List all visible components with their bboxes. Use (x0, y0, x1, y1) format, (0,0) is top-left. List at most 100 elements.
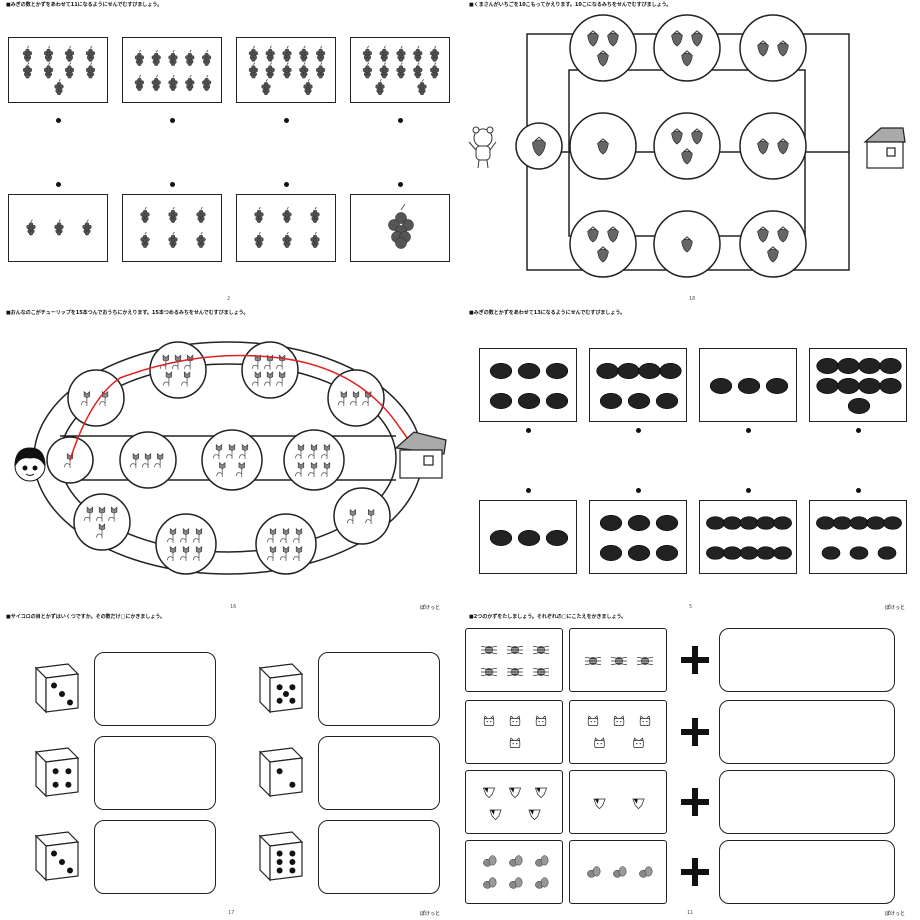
grape-icon (134, 49, 145, 66)
tulip-icon (293, 545, 303, 561)
answer-box[interactable] (94, 736, 216, 810)
plus-icon (681, 718, 709, 746)
tulip-icon (308, 443, 318, 459)
acorn-icon (821, 546, 841, 560)
answer-box[interactable] (94, 652, 216, 726)
animal-card (569, 628, 667, 692)
tulip-icon (295, 461, 305, 477)
acorn-card (699, 500, 797, 574)
spider-icon (584, 656, 602, 666)
answer-box[interactable] (318, 820, 440, 894)
route-line (69, 354, 419, 461)
cow-icon (528, 809, 541, 821)
tulip-icon (350, 390, 360, 406)
squirrel-icon (483, 855, 497, 867)
tulip-icon (129, 452, 139, 468)
strawberry-icon (691, 128, 703, 145)
acorn-card (699, 348, 797, 422)
grape-icon (85, 62, 96, 79)
match-dot (170, 182, 175, 187)
acorn-icon (545, 393, 569, 409)
acorn-icon (837, 358, 860, 374)
strawberry-icon (691, 30, 703, 47)
grape-icon (201, 49, 212, 66)
acorn-icon (756, 546, 776, 560)
acorn-icon (627, 545, 651, 561)
strawberry-circle (739, 14, 807, 82)
acorn-icon (722, 546, 742, 560)
animal-card (569, 700, 667, 764)
tulip-circle (201, 429, 263, 491)
tulip-icon (280, 545, 290, 561)
strawberry-circle (653, 112, 721, 180)
grape-icon (310, 206, 320, 223)
acorn-icon (756, 516, 776, 530)
grape-icon (282, 45, 292, 62)
grape-icon (396, 45, 406, 62)
grape-icon (140, 231, 150, 248)
strawberry-icon (597, 246, 609, 263)
animal-card (569, 840, 667, 904)
tulip-icon (295, 443, 305, 459)
grape-icon (22, 45, 33, 62)
acorn-icon (638, 363, 661, 379)
grape-icon (375, 79, 385, 96)
grape-icon (151, 74, 161, 91)
acorn-icon (737, 378, 761, 394)
grape-icon (82, 219, 92, 236)
strawberry-icon (671, 128, 683, 145)
grape-card (350, 194, 450, 262)
cat-icon (633, 737, 644, 748)
acorn-icon (849, 516, 869, 530)
tulip-circle (149, 341, 207, 399)
match-dot (746, 488, 751, 493)
grape-icon (248, 45, 259, 62)
acorn-icon (858, 358, 881, 374)
tulip-icon (267, 527, 277, 543)
answer-box[interactable] (94, 820, 216, 894)
grape-icon (196, 206, 206, 223)
strawberry-icon (681, 236, 693, 253)
answer-box[interactable] (318, 736, 440, 810)
answer-box[interactable] (719, 700, 895, 764)
acorn-icon (655, 393, 679, 409)
acorn-icon (722, 516, 742, 530)
plus-icon (681, 646, 709, 674)
brand-label: ぽけっと (420, 605, 441, 611)
acorn-icon (489, 393, 513, 409)
tulip-icon (154, 452, 164, 468)
acorn-icon (659, 363, 682, 379)
dice-icon (34, 747, 80, 798)
instruction-text: ■2つのかずをたしましょう。それぞれの□にこたえをかきましょう。 (469, 614, 627, 620)
tulip-icon (167, 545, 177, 561)
grape-card (8, 37, 108, 103)
grape-icon (413, 62, 423, 79)
match-dot (746, 428, 751, 433)
grape-icon (254, 206, 264, 223)
tulip-icon (213, 443, 223, 459)
tulip-icon (80, 390, 90, 406)
page-number: 2 (227, 296, 231, 302)
cat-icon (483, 715, 495, 726)
grape-icon (64, 62, 75, 79)
page-number: 5 (689, 604, 693, 610)
acorn-icon (599, 515, 623, 531)
strawberry-circle (569, 210, 637, 278)
grape-icon (185, 74, 195, 91)
acorn-icon (837, 378, 860, 394)
grape-icon (315, 62, 326, 79)
match-dot (398, 118, 403, 123)
answer-box[interactable] (719, 628, 895, 692)
strawberry-icon (587, 30, 599, 47)
match-dot (856, 488, 861, 493)
strawberry-icon (532, 136, 546, 157)
brand-label: ぽけっと (885, 911, 906, 917)
spider-icon (636, 656, 654, 666)
answer-box[interactable] (719, 840, 895, 904)
tulip-icon (276, 371, 286, 387)
answer-box[interactable] (719, 770, 895, 834)
acorn-icon (706, 546, 725, 560)
grape-icon (282, 231, 292, 248)
squirrel-icon (613, 866, 627, 878)
answer-box[interactable] (318, 652, 440, 726)
